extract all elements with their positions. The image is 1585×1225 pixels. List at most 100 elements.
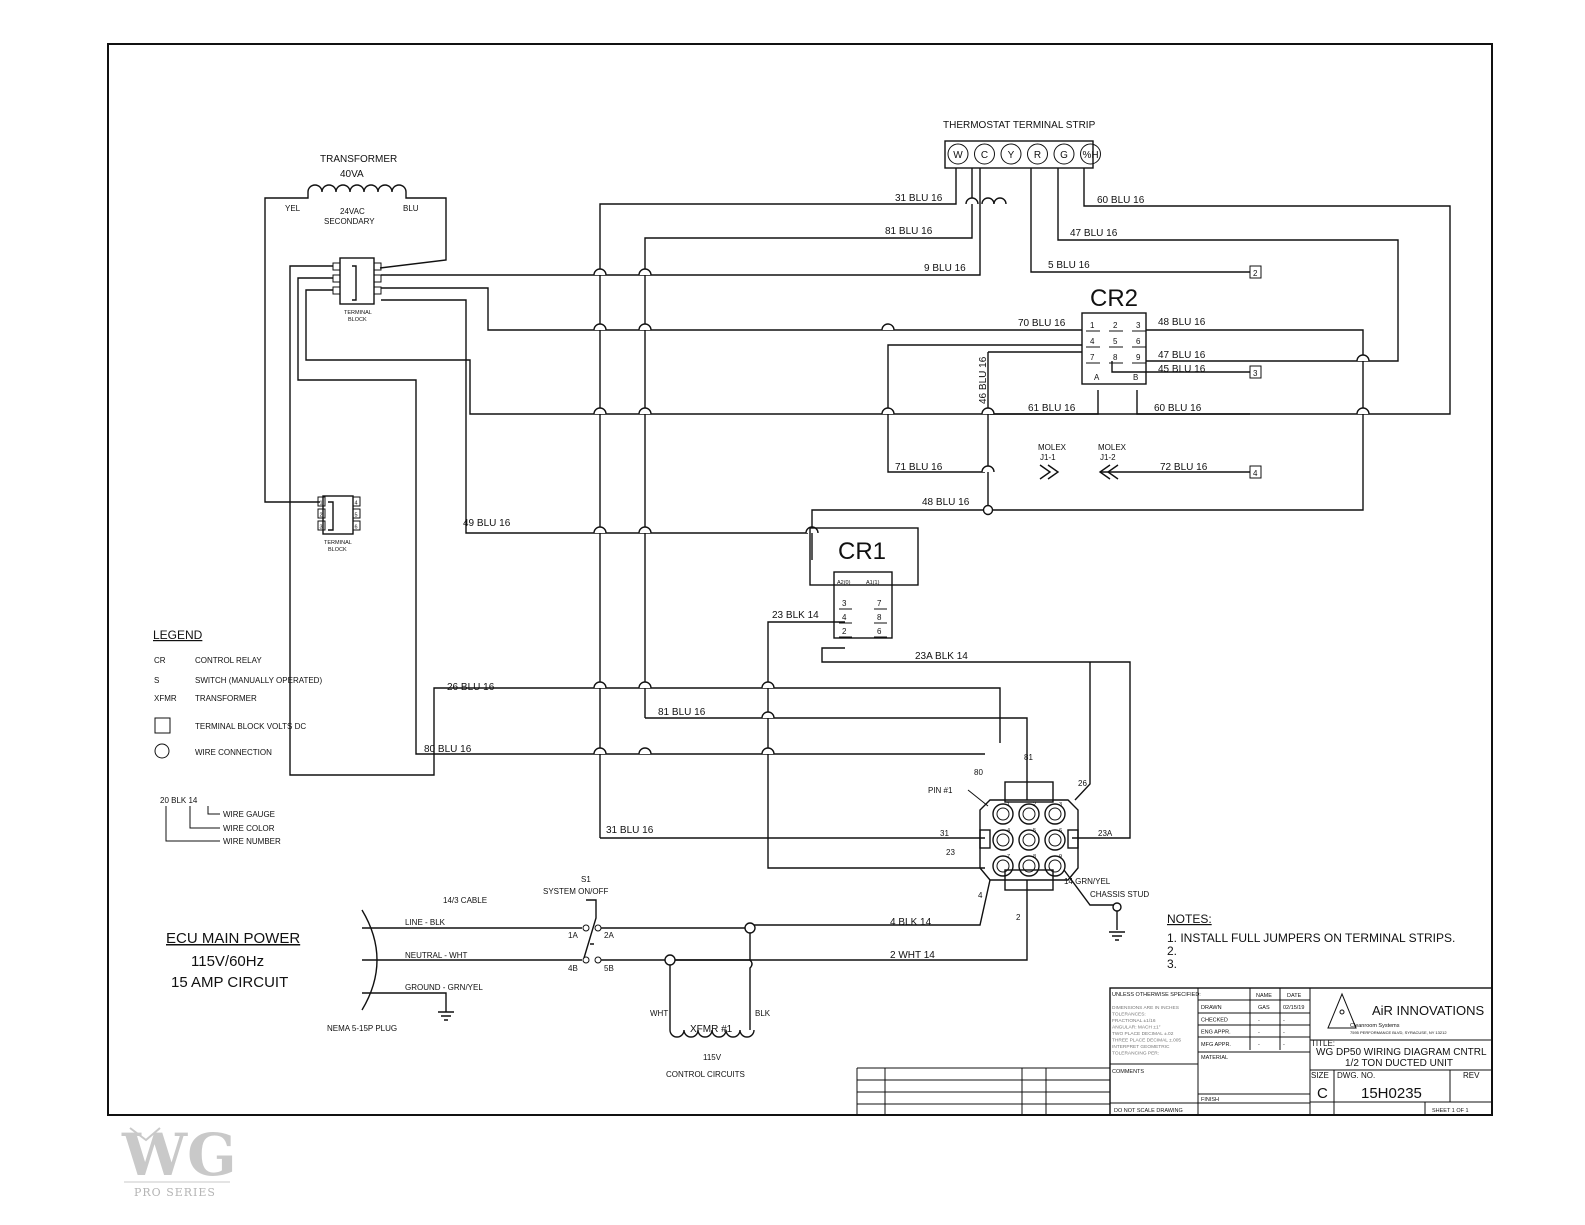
connector-tag: 4 — [978, 891, 983, 900]
transformer-rating: 40VA — [340, 169, 364, 180]
thermostat-terminal-label: G — [1060, 150, 1068, 161]
tb-row-cell: - — [1283, 1017, 1285, 1023]
tb-company-sub2: 7595 PERFORMANCE BLVD, SYRACUSE, NY 1321… — [1350, 1030, 1447, 1035]
thermostat-terminal — [1027, 143, 1048, 165]
note-item: 2. — [1167, 944, 1177, 958]
connector-pin-inner — [1048, 833, 1062, 847]
wire-label: 23 BLK 14 — [772, 610, 819, 621]
connector-pin-num: 8 — [1033, 854, 1036, 860]
connector-pin — [1044, 829, 1066, 851]
tb2-label-1: TERMINAL — [324, 540, 352, 546]
transformer-secondary-2: SECONDARY — [324, 217, 375, 226]
tb1-label-2: BLOCK — [348, 317, 367, 323]
cr2-pin: 3 — [1136, 321, 1141, 330]
wire-label: 70 BLU 16 — [1018, 318, 1066, 329]
tb2-pin — [352, 508, 361, 519]
tb2-pin-label: 2 — [320, 513, 323, 519]
cr1-pin: 8 — [877, 613, 882, 622]
legend-desc: CONTROL RELAY — [195, 656, 262, 665]
connector-pin — [992, 803, 1014, 825]
crossover-hump — [881, 407, 895, 415]
crossover-hump — [761, 711, 775, 719]
cr2-pin: 1 — [1090, 321, 1095, 330]
wire-label: 60 BLU 16 — [1097, 195, 1145, 206]
thermostat-terminal — [974, 143, 995, 165]
legend-desc: TRANSFORMER — [195, 694, 257, 703]
wire-label: 23A BLK 14 — [915, 651, 968, 662]
connector-pin-num: 5 — [1033, 828, 1036, 834]
tb-rev-label: REV — [1463, 1071, 1480, 1080]
tb2-pin-label: 4 — [355, 501, 358, 507]
tb-material: MATERIAL — [1201, 1055, 1228, 1061]
xfmr-volts: 115V — [703, 1053, 722, 1062]
connector-tag: 81 — [1024, 753, 1033, 762]
tb2-label-2: BLOCK — [328, 547, 347, 553]
tb-sheet: SHEET 1 OF 1 — [1432, 1108, 1469, 1114]
thermostat-terminal-label: Y — [1008, 150, 1015, 161]
legend-gauge: WIRE GAUGE — [223, 810, 275, 819]
connector-pin — [1018, 855, 1040, 877]
cr2-pin: 2 — [1113, 321, 1118, 330]
tb-dwg-label: DWG. NO. — [1337, 1071, 1375, 1080]
molex-j1-2-id: J1-2 — [1100, 453, 1116, 462]
cr1-pin: 4 — [842, 613, 847, 622]
power-volts: 115V/60Hz — [191, 953, 264, 970]
switch-pin: 2A — [604, 931, 614, 940]
crossover-hump — [1356, 354, 1370, 362]
connector-pin — [1044, 803, 1066, 825]
connector-pin-inner — [996, 833, 1010, 847]
tb-size-label: SIZE — [1311, 1071, 1329, 1080]
tb-tolerance-line: FRACTIONAL ±1/16 — [1112, 1018, 1156, 1024]
connector-pin-inner — [1022, 807, 1036, 821]
xfmr-wht: WHT — [650, 1009, 668, 1018]
cr2-pin: 9 — [1136, 353, 1141, 362]
thermostat-terminal — [1000, 143, 1022, 165]
connector-pin-inner — [1022, 833, 1036, 847]
legend-circle-symbol — [154, 743, 170, 759]
cr1-name: CR1 — [838, 538, 886, 565]
switch-pin: 4B — [568, 964, 578, 973]
connector-pin-inner — [996, 807, 1010, 821]
notes: NOTES: 1. INSTALL FULL JUMPERS ON TERMIN… — [1167, 912, 1455, 971]
cr2-a: A — [1094, 373, 1100, 382]
wire-label: 4 BLK 14 — [890, 917, 932, 928]
transformer-blu: BLU — [403, 204, 419, 213]
cr2-pin: 8 — [1113, 353, 1118, 362]
tb-row-cell: DRAWN — [1201, 1005, 1222, 1011]
wiring-lines — [289, 168, 1451, 869]
tb-row-cell: - — [1283, 1030, 1285, 1036]
connector-pin-inner — [1048, 807, 1062, 821]
power-line: LINE - BLK — [405, 918, 446, 927]
crossover-hump — [881, 323, 895, 331]
wire-label: 47 BLU 16 — [1070, 228, 1118, 239]
connector-pin1: PIN #1 — [928, 786, 953, 795]
power-title: ECU MAIN POWER — [166, 930, 300, 947]
cr2-name: CR2 — [1090, 285, 1138, 312]
crossover-hump — [638, 407, 652, 415]
thermostat-terminal-label: W — [953, 150, 963, 161]
tb-company-sub: Cleanroom Systems — [1350, 1023, 1400, 1029]
tb-tolerance-line: ANGULAR: MACH ±1° — [1112, 1025, 1161, 1031]
cr2-pin: 7 — [1090, 353, 1095, 362]
tb2-pin-label: 6 — [355, 525, 358, 531]
note-item: 3. — [1167, 957, 1177, 971]
crossover-hump — [593, 747, 607, 755]
wire-label: 49 BLU 16 — [463, 518, 511, 529]
crossover-hump — [981, 407, 995, 415]
wire-label: 60 BLU 16 — [1154, 403, 1202, 414]
legend-number: WIRE NUMBER — [223, 837, 281, 846]
tb-tolerance-line: DIMENSIONS ARE IN INCHES — [1112, 1005, 1179, 1011]
connector-pin — [1018, 803, 1040, 825]
connector-chassis-label: CHASSIS STUD — [1090, 890, 1149, 899]
xfmr-blk: BLK — [755, 1009, 771, 1018]
crossover-hump — [593, 268, 607, 276]
tb2-pin-label: 1 — [320, 501, 323, 507]
crossover-hump — [981, 465, 995, 473]
cr1-coil-a2: A2(0) — [837, 580, 851, 586]
power-section: ECU MAIN POWER 115V/60Hz 15 AMP CIRCUIT … — [166, 875, 771, 1079]
connector-tag: 31 — [940, 829, 949, 838]
cr2-pin: 4 — [1090, 337, 1095, 346]
tb-size: C — [1317, 1085, 1328, 1102]
